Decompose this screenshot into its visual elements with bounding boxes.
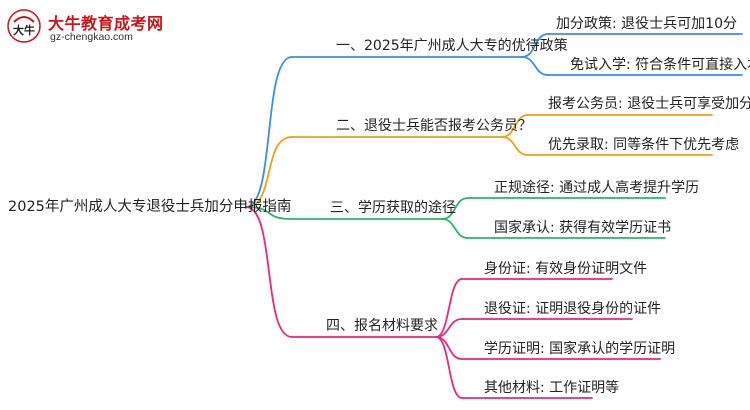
logo-mark-text: 大牛 — [13, 23, 35, 37]
mindmap-root: 2025年广州成人大专退役士兵加分申报指南 — [8, 199, 292, 215]
branch-2-label: 二、退役士兵能否报考公务员？ — [336, 118, 532, 134]
branch-3-child-1-connector — [441, 197, 469, 220]
branch-4-child-1-connector — [435, 278, 463, 338]
branch-4-item-3: 学历证明: 国家承认的学历证明 — [484, 341, 676, 357]
branch-1-connector — [245, 56, 293, 208]
branch-2-child-1-connector — [501, 114, 529, 138]
branch-1-label: 一、2025年广州成人大专的优待政策 — [336, 38, 568, 54]
site-logo[interactable]: 大牛 大牛教育成考网 gz-chengkao.com — [6, 6, 176, 46]
branch-3-item-1: 正规途径: 通过成人高考提升学历 — [494, 180, 700, 196]
logo-mark-icon: 大牛 — [7, 9, 41, 43]
branch-1-child-1-connector — [521, 33, 549, 58]
branch-4-connector — [245, 206, 293, 338]
branch-4-item-4: 其他材料: 工作证明等 — [484, 380, 620, 396]
branch-3-child-2-connector — [441, 218, 469, 239]
branch-3-label: 三、学历获取的途径 — [330, 200, 456, 216]
branch-4-item-2: 退役证: 证明退役身份的证件 — [484, 301, 662, 317]
branch-4-child-3-connector — [435, 336, 463, 360]
branch-2-item-2: 优先录取: 同等条件下优先考虑 — [548, 137, 740, 153]
branch-2-item-1: 报考公务员: 退役士兵可享受加分 — [548, 96, 750, 112]
branch-2-child-2-connector — [501, 136, 529, 156]
logo-name: 大牛教育成考网 — [48, 14, 164, 33]
branch-1-item-1: 加分政策: 退役士兵可加10分 — [556, 16, 737, 32]
branch-1-child-2-connector — [521, 56, 549, 76]
branch-4-item-1: 身份证: 有效身份证明文件 — [484, 261, 648, 277]
branch-1-item-2: 免试入学: 符合条件可直接入本科 — [570, 57, 750, 73]
logo-url: gz-chengkao.com — [50, 31, 133, 43]
branch-2-connector — [245, 136, 293, 208]
branch-4-label: 四、报名材料要求 — [326, 318, 438, 334]
branch-3-item-2: 国家承认: 获得有效学历证书 — [494, 220, 672, 236]
branch-4-child-4-connector — [435, 336, 463, 399]
branch-3-connector — [245, 206, 293, 220]
